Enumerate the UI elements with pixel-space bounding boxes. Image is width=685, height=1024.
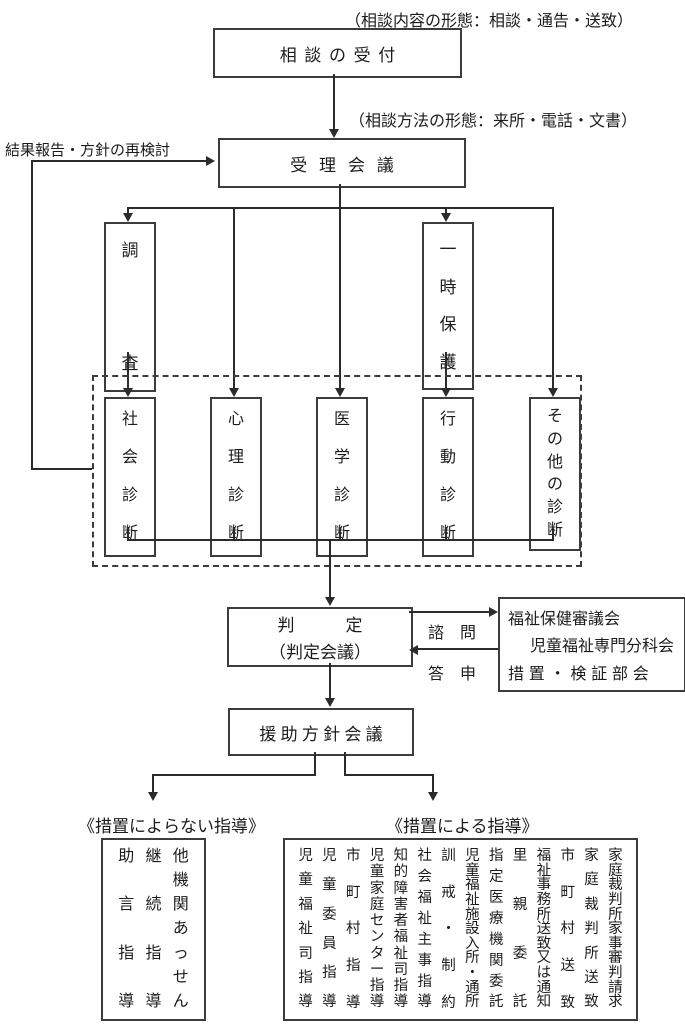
flow-line [339, 184, 341, 389]
outcome-column: 社会福祉主事指導 [417, 848, 432, 1011]
judgement-line2: （判定会議） [269, 643, 371, 662]
outcome-column: 継続指導 [145, 848, 162, 1010]
box-with-measures: 児童福祉司指導 児童委員指導 市町村指導 児童家庭センター指導 知的障害者福祉司… [283, 838, 638, 1021]
box-diagnosis-behavioral: 行動診断 [422, 397, 474, 557]
arrow-down-icon [123, 213, 133, 222]
flow-line [127, 527, 129, 541]
arrow-down-icon [441, 213, 451, 222]
reply-line [418, 648, 498, 650]
outcome-column: 市町村送致 [560, 848, 575, 1011]
council-line2: 児童福祉専門分科会 [530, 638, 675, 656]
box-reception-label: 相談の受付 [279, 45, 403, 65]
outcome-column: 指定医療機関委託 [488, 848, 504, 1011]
judgement-line1: 判 定 [277, 616, 363, 635]
feedback-line [31, 160, 206, 162]
arrow-down-icon [335, 388, 345, 397]
arrow-down-icon [441, 388, 451, 397]
flow-line [233, 207, 235, 389]
outcome-column: 里親委託 [512, 848, 528, 1011]
flow-line [344, 752, 346, 776]
flow-line [127, 207, 554, 209]
annotation-method-form: （相談方法の形態：来所・電話・文書） [349, 113, 638, 130]
arrow-down-icon [123, 388, 133, 397]
flow-line [552, 207, 554, 389]
outcome-column: 児童福祉司指導 [298, 848, 313, 1011]
arrow-down-icon [329, 129, 339, 138]
flow-line [552, 527, 554, 541]
outcome-column: 児童委員指導 [322, 848, 337, 1011]
box-without-measures: 他機関あっせん 継続指導 助言指導 [101, 838, 206, 1021]
box-support-policy-meeting-label: 援助方針会議 [259, 724, 387, 744]
flow-line [152, 774, 316, 776]
outcome-column: 他機関あっせん [172, 848, 189, 1010]
flow-line [445, 527, 447, 541]
council-line1: 福祉保健審議会 [508, 610, 621, 628]
annotation-content-form: （相談内容の形態：相談・通告・送致） [345, 13, 634, 30]
heading-without-measures: 《措置によらない指導》 [78, 817, 265, 836]
box-council: 福祉保健審議会 児童福祉専門分科会 措置・検証部会 [498, 597, 685, 692]
flow-line [127, 352, 129, 390]
arrow-down-icon [325, 597, 335, 606]
outcome-column: 福祉事務所送致又は通知 [536, 848, 552, 1011]
box-investigation: 調査 [104, 222, 156, 392]
arrow-down-icon [229, 388, 239, 397]
flow-line [314, 752, 316, 776]
flow-line [329, 539, 331, 598]
outcome-column: 市町村指導 [345, 848, 361, 1011]
reply-label: 答 申 [428, 666, 477, 683]
box-reception: 相談の受付 [213, 28, 462, 78]
box-diagnosis-other: その他の診断 [529, 397, 581, 551]
arrow-right-icon [206, 156, 215, 166]
consult-line [409, 611, 491, 613]
box-diagnosis-psychological: 心理診断 [210, 397, 262, 557]
feedback-line [31, 160, 33, 470]
box-diagnosis-social: 社会診断 [104, 397, 156, 557]
consult-label: 諮 問 [428, 625, 477, 642]
flow-line [432, 774, 434, 793]
box-temporary-protection: 一時保護 [422, 222, 474, 390]
flow-line [333, 74, 335, 130]
feedback-line [31, 468, 92, 470]
arrow-down-icon [548, 388, 558, 397]
outcome-column: 知的障害者福祉司指導 [393, 848, 409, 1011]
flow-line [339, 527, 341, 541]
feedback-label: 結果報告・方針の再検討 [5, 142, 171, 159]
flow-line [445, 207, 447, 215]
flow-line [445, 352, 447, 390]
flow-line [344, 774, 434, 776]
arrow-down-icon [428, 792, 438, 801]
outcome-column: 訓戒・制約 [441, 848, 456, 1011]
outcome-column: 助言指導 [118, 848, 135, 1010]
box-judgement: 判 定 （判定会議） [227, 607, 413, 667]
flow-line [127, 539, 554, 541]
flow-line [233, 527, 235, 541]
box-support-policy-meeting: 援助方針会議 [228, 708, 414, 756]
council-line3: 措置・検証部会 [508, 666, 654, 684]
box-intake-meeting: 受理会議 [218, 138, 466, 188]
flow-line [152, 774, 154, 793]
flow-line [127, 207, 129, 215]
box-intake-meeting-label: 受理会議 [290, 155, 406, 175]
arrow-down-icon [148, 792, 158, 801]
flow-line [329, 663, 331, 700]
box-diagnosis-medical: 医学診断 [316, 397, 368, 557]
heading-with-measures: 《措置による指導》 [386, 817, 539, 836]
outcome-column: 児童家庭センター指導 [369, 848, 385, 1011]
arrow-left-icon [409, 645, 418, 655]
diagnosis-frame [92, 375, 582, 567]
outcome-column: 家庭裁判所家事審判請求 [608, 848, 623, 1011]
arrow-right-icon [489, 607, 498, 617]
outcome-column: 家庭裁判所送致 [584, 848, 599, 1011]
outcome-column: 児童福祉施設入所・通所 [465, 848, 480, 1011]
arrow-down-icon [325, 698, 335, 707]
